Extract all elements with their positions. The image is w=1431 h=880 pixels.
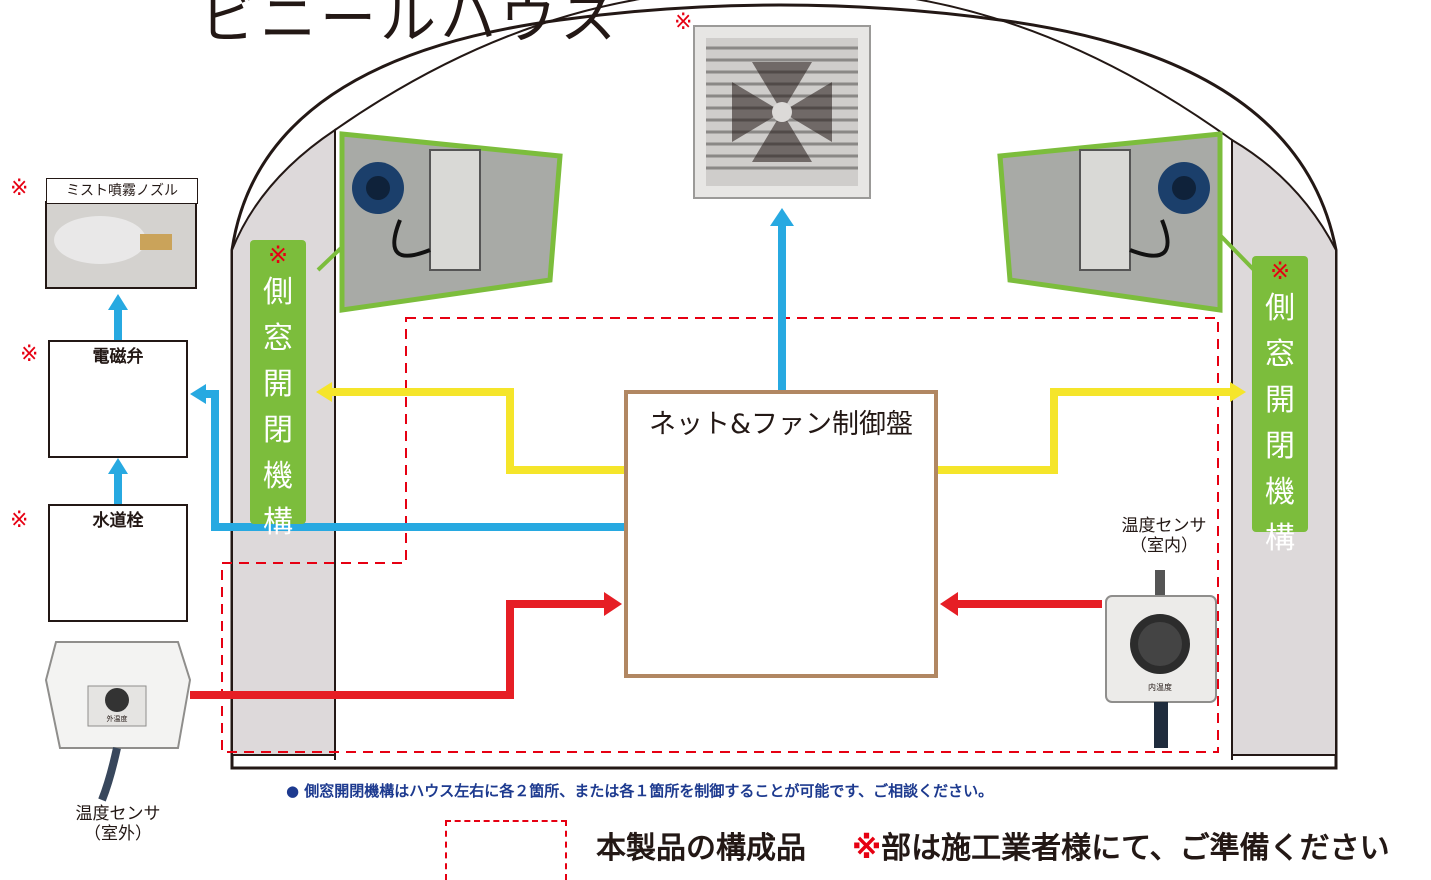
red-line-outside [190,600,606,699]
sensor-inside-plate: 内温度 [1148,683,1172,692]
legend-dashed-box [445,820,567,880]
legend-note-text: 部は施工業者様にて、ご準備ください [881,831,1390,866]
yellow-arrow-right [1230,382,1246,402]
control-panel: ネット&ファン制御盤 [624,390,938,678]
mist-nozzle-label: ミスト噴霧ノズル [46,178,198,204]
temperature-sensor-inside-image [1105,570,1217,748]
red-arrow-inside [940,592,958,616]
side-window-right-mark: ※ [1269,257,1291,285]
sensor-inside-label: 温度センサ （室内） [1104,516,1224,556]
side-window-right-label: 側窓開閉機構 [1265,291,1295,556]
mist-nozzle-image [45,201,197,289]
footnote: ● 側窓開閉機構はハウス左右に各２箇所、または各１箇所を制御することが可能です、… [286,782,994,800]
sensor-outside-plate: 外温度 [106,715,128,723]
legend-note-mark: ※ [852,831,882,866]
blue-arrow-valve [190,384,206,404]
blue-arrow-valve-mist [108,294,128,310]
solenoid-valve-label: 電磁弁 [92,347,144,367]
side-window-right-box: ※ 側窓開閉機構 [1252,256,1308,556]
house-inner-arch [334,0,1233,760]
sensor-outside-label: 温度センサ （室外） [58,804,178,844]
side-window-left-label: 側窓開閉機構 [263,275,293,540]
blue-line-valve [200,390,624,531]
sensor-outside-line2: （室外） [84,824,152,844]
red-arrow-outside [604,592,622,616]
faucet-box: 水道栓 [48,504,188,622]
faucet-label: 水道栓 [92,511,144,531]
legend-note: ※部は施工業者様にて、ご準備ください [852,823,1390,867]
ventilation-fan-image [693,25,871,199]
blue-arrow-fan [770,208,794,226]
fan-mark: ※ [674,10,693,35]
legend-product-label: 本製品の構成品 [596,831,806,866]
side-window-motor-image-right [997,131,1223,313]
sensor-inside-line1: 温度センサ [1121,516,1207,536]
sensor-outside-line1: 温度センサ [75,804,161,824]
side-window-motor-image-left [339,131,563,313]
blue-arrow-faucet-valve [108,458,128,474]
yellow-arrow-left [316,382,332,402]
yellow-line-left [330,388,624,474]
side-window-left-mark: ※ [267,241,289,269]
solenoid-valve-mark: ※ [20,342,39,367]
sensor-inside-line2: （室内） [1130,536,1198,556]
solenoid-valve-box: 電磁弁 [48,340,188,458]
side-window-left-box: ※ 側窓開閉機構 [250,240,306,540]
temperature-sensor-outside-image [44,641,192,802]
mist-nozzle-mark: ※ [10,176,29,201]
faucet-mark: ※ [10,508,29,533]
control-panel-title: ネット&ファン制御盤 [648,409,914,440]
yellow-line-right [938,388,1232,474]
house-title: ビニールハウス [200,0,620,52]
